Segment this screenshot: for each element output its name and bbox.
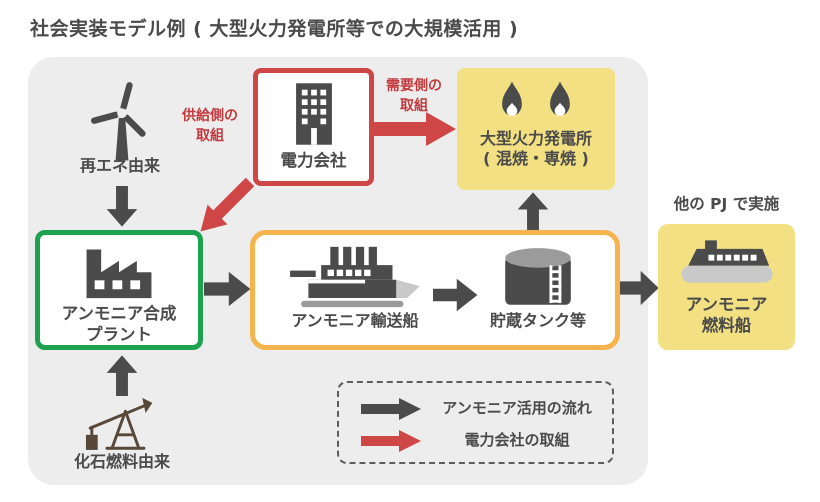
flow-arrow-tank-to-thermal xyxy=(517,192,549,232)
storage-tank-label: 貯蔵タンク等 xyxy=(489,311,586,330)
transport-storage-box: アンモニア輸送船 貯蔵タンク等 xyxy=(250,230,620,350)
supply-side-label: 供給側の 取組 xyxy=(182,108,238,145)
fossil-label: 化石燃料由来 xyxy=(73,452,170,471)
thermal-plant-label: 大型火力発電所 ( 混焼・専焼 ) xyxy=(479,129,592,169)
power-company-box: 電力会社 xyxy=(253,68,374,186)
flow-arrow-plant-to-transport xyxy=(204,271,251,307)
transport-ship-label: アンモニア輸送船 xyxy=(291,311,419,330)
oil-pump-icon xyxy=(85,397,153,450)
synthesis-plant-box: アンモニア合成 プラント xyxy=(35,230,203,350)
legend-dark-arrow-icon xyxy=(361,398,421,420)
flow-arrow-ship-to-tank xyxy=(433,278,478,312)
flame-icon xyxy=(502,81,522,117)
synthesis-plant-label: アンモニア合成 プラント xyxy=(61,303,177,344)
power-company-label: 電力会社 xyxy=(280,151,347,170)
flow-arrow-tank-to-fuelship xyxy=(620,270,659,306)
other-project-note: 他の PJ で実施 xyxy=(673,195,780,213)
page-title: 社会実装モデル例 ( 大型火力発電所等での大規模活用 ) xyxy=(30,18,519,40)
flow-arrow-renewable-to-plant xyxy=(106,186,138,227)
flow-arrow-company-to-thermal xyxy=(374,112,456,146)
flow-arrow-fossil-to-plant xyxy=(106,355,138,396)
flame-icons xyxy=(493,79,579,125)
demand-side-label: 需要側の 取組 xyxy=(386,78,442,115)
office-building-icon xyxy=(295,83,332,145)
fuel-ship-label: アンモニア 燃料船 xyxy=(685,295,768,336)
wind-turbine-icon xyxy=(90,82,146,161)
legend-ammonia-flow-label: アンモニア活用の流れ xyxy=(442,399,592,417)
cargo-ship-icon xyxy=(290,246,420,308)
fuel-ship-box: アンモニア 燃料船 xyxy=(658,224,795,350)
storage-tank-icon xyxy=(505,248,571,305)
fuel-ship-icon xyxy=(680,240,773,283)
flame-icon xyxy=(550,81,570,117)
flow-arrow-company-to-plant xyxy=(200,177,255,232)
legend-box: アンモニア活用の流れ 電力会社の取組 xyxy=(337,381,614,464)
factory-icon xyxy=(86,249,152,299)
legend-power-company-label: 電力会社の取組 xyxy=(464,431,570,449)
legend-red-arrow-icon xyxy=(361,430,421,452)
thermal-plant-box: 大型火力発電所 ( 混焼・専焼 ) xyxy=(457,68,615,190)
renewable-label: 再エネ由来 xyxy=(79,156,160,175)
